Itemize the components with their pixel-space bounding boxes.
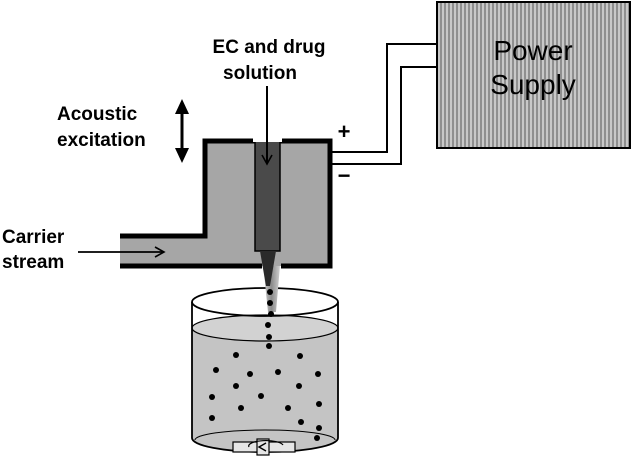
negative-sign: − — [338, 163, 351, 188]
power-supply-label-line2: Supply — [490, 69, 576, 100]
droplet — [268, 311, 274, 317]
droplet — [209, 394, 215, 400]
acoustic-label-line2: excitation — [57, 130, 146, 151]
droplet — [314, 435, 320, 441]
ec-drug-label-line2: solution — [223, 63, 297, 84]
beaker-bottom-inner — [194, 429, 336, 441]
droplet — [213, 367, 219, 373]
power-supply-label-line1: Power — [493, 35, 572, 66]
droplet — [267, 289, 273, 295]
droplet — [209, 415, 215, 421]
rotation-arrow-head — [257, 442, 267, 452]
beaker-rim — [191, 287, 339, 317]
droplet — [275, 369, 281, 375]
carrier-label-line2: stream — [2, 252, 64, 273]
power-supply-box — [436, 1, 631, 149]
carrier-inlet-fill — [120, 236, 207, 266]
droplet — [315, 371, 321, 377]
droplet — [265, 322, 271, 328]
wires — [330, 43, 437, 165]
droplet — [298, 419, 304, 425]
droplet — [297, 353, 303, 359]
droplet — [266, 334, 272, 340]
magnetic-stirrer — [232, 438, 296, 456]
droplets — [209, 289, 322, 441]
droplet — [267, 300, 273, 306]
liquid-surface — [191, 314, 339, 342]
rotation-arrow — [248, 439, 284, 448]
positive-sign: + — [338, 119, 351, 144]
needle-tip — [260, 251, 276, 286]
droplet — [233, 383, 239, 389]
droplet — [296, 383, 302, 389]
carrier-label-line1: Carrier — [2, 227, 65, 248]
droplet — [285, 405, 291, 411]
droplet — [266, 343, 272, 349]
power-supply: Power Supply — [436, 1, 631, 149]
droplet — [247, 371, 253, 377]
positive-wire — [330, 43, 437, 153]
spray-chamber — [120, 136, 333, 286]
negative-wire — [330, 66, 437, 165]
droplet — [238, 405, 244, 411]
droplet — [258, 393, 264, 399]
acoustic-arrow — [175, 99, 189, 163]
droplet — [316, 425, 322, 431]
droplet — [233, 352, 239, 358]
acoustic-label-line1: Acoustic — [57, 104, 138, 125]
ec-drug-label-line1: EC and drug — [213, 37, 326, 58]
droplet — [316, 401, 322, 407]
